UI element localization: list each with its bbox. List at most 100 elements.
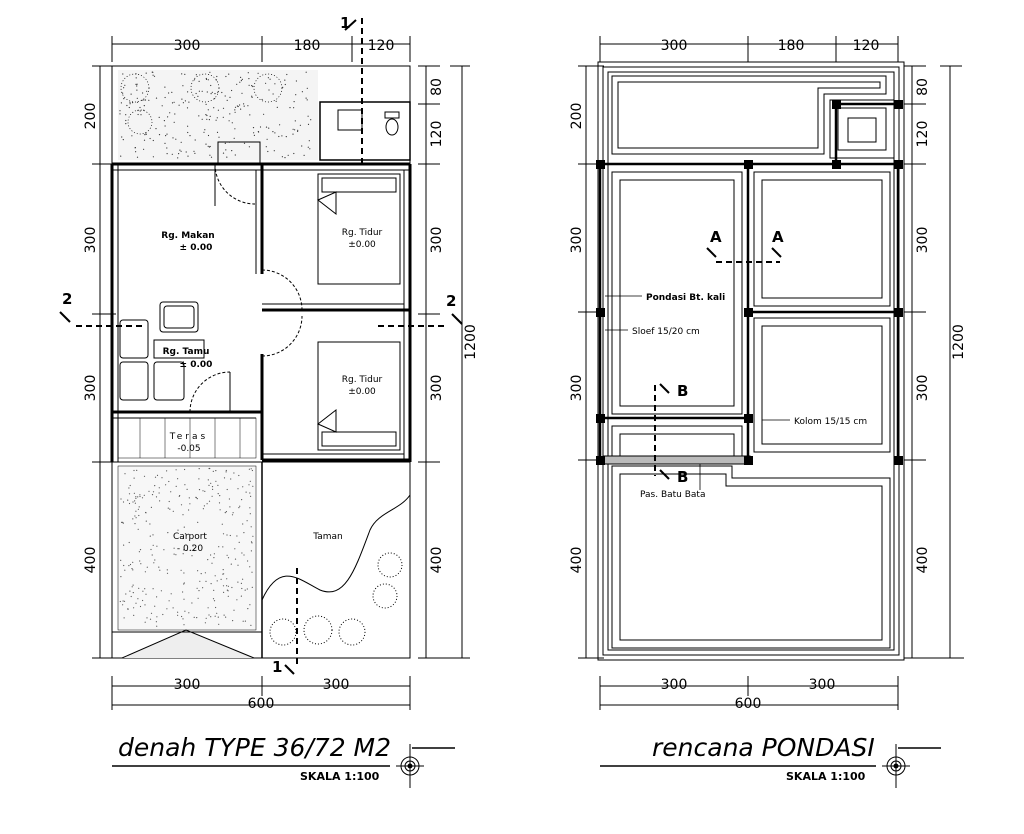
texture-dot xyxy=(188,101,190,103)
texture-dot xyxy=(180,150,182,152)
texture-dot xyxy=(178,153,180,155)
texture-dot xyxy=(261,98,263,101)
annotation-label: Pondasi Bt. kali xyxy=(646,293,725,303)
texture-dot xyxy=(265,82,267,84)
texture-dot xyxy=(181,615,183,618)
texture-dot xyxy=(142,590,144,592)
texture-dot xyxy=(135,77,137,79)
dim-label: 80 xyxy=(429,78,445,96)
texture-dot xyxy=(292,133,294,135)
texture-dot xyxy=(122,600,124,602)
texture-dot xyxy=(133,469,135,472)
texture-dot xyxy=(151,554,153,556)
texture-dot xyxy=(238,474,240,477)
dim-label: 300 xyxy=(569,227,585,254)
texture-dot xyxy=(122,604,124,606)
texture-dot xyxy=(214,615,216,617)
texture-dot xyxy=(132,501,134,503)
texture-dot xyxy=(197,570,199,572)
texture-dot xyxy=(247,560,249,562)
texture-dot xyxy=(177,614,179,616)
texture-dot xyxy=(149,618,152,620)
bed xyxy=(317,173,401,285)
texture-dot xyxy=(225,75,227,78)
annotation-label: Pas. Batu Bata xyxy=(640,490,705,500)
dim-label: 300 xyxy=(429,227,445,254)
texture-dot xyxy=(249,507,251,509)
texture-dot xyxy=(227,595,229,597)
texture-dot xyxy=(171,153,173,155)
texture-dot xyxy=(171,102,174,104)
texture-dot xyxy=(245,491,247,493)
texture-dot xyxy=(198,478,200,480)
texture-dot xyxy=(125,119,127,122)
texture-dot xyxy=(197,95,199,97)
texture-dot xyxy=(173,121,175,123)
texture-dot xyxy=(146,566,148,568)
texture-dot xyxy=(136,85,138,87)
texture-dot xyxy=(171,91,173,93)
texture-dot xyxy=(228,120,230,122)
texture-dot xyxy=(222,152,225,154)
texture-dot xyxy=(119,600,121,603)
texture-dot xyxy=(137,508,139,510)
texture-dot xyxy=(127,608,129,610)
texture-dot xyxy=(234,128,236,130)
texture-dot xyxy=(198,90,200,92)
texture-dot xyxy=(136,97,138,99)
texture-dot xyxy=(129,103,131,105)
texture-dot xyxy=(120,155,122,157)
texture-dot xyxy=(251,542,253,544)
texture-dot xyxy=(281,156,283,158)
texture-dot xyxy=(293,101,295,103)
texture-dot xyxy=(138,551,140,553)
texture-dot xyxy=(253,132,255,134)
section-label: B xyxy=(677,468,688,486)
texture-dot xyxy=(158,134,161,136)
texture-dot xyxy=(228,498,230,500)
section-label: 1 xyxy=(272,658,282,676)
texture-dot xyxy=(251,95,253,97)
texture-dot xyxy=(166,569,168,571)
texture-dot xyxy=(170,491,172,493)
texture-dot xyxy=(143,139,146,141)
texture-dot xyxy=(179,149,181,151)
texture-dot xyxy=(164,96,166,99)
texture-dot xyxy=(198,590,200,592)
dim-label: 120 xyxy=(429,121,445,148)
texture-dot xyxy=(120,102,122,104)
texture-dot xyxy=(138,587,140,589)
texture-dot xyxy=(227,590,229,592)
texture-dot xyxy=(182,85,184,87)
texture-dot xyxy=(229,113,231,115)
texture-dot xyxy=(183,582,185,584)
teras xyxy=(117,417,257,459)
texture-dot xyxy=(189,135,191,137)
texture-dot xyxy=(202,490,204,492)
texture-dot xyxy=(239,81,241,83)
texture-dot xyxy=(166,147,168,149)
texture-dot xyxy=(178,104,180,106)
texture-dot xyxy=(193,150,195,152)
top-dimension: 300 180 120 xyxy=(111,36,411,62)
texture-dot xyxy=(123,617,125,619)
texture-dot xyxy=(241,499,243,501)
texture-dot xyxy=(234,106,237,108)
texture-dot xyxy=(305,97,307,99)
room-label: Rg. Tamu xyxy=(163,347,210,357)
texture-dot xyxy=(208,484,210,486)
texture-dot xyxy=(143,148,145,150)
texture-dot xyxy=(278,135,280,138)
texture-dot xyxy=(175,554,177,556)
dim-label: 400 xyxy=(915,547,931,574)
texture-dot xyxy=(216,131,219,133)
texture-dot xyxy=(126,104,128,107)
sofa-set xyxy=(119,301,205,401)
texture-dot xyxy=(242,578,244,580)
texture-dot xyxy=(185,151,187,153)
texture-dot xyxy=(204,129,206,131)
texture-dot xyxy=(293,152,295,155)
texture-dot xyxy=(191,602,193,604)
texture-dot xyxy=(125,593,127,595)
texture-dot xyxy=(123,98,125,100)
